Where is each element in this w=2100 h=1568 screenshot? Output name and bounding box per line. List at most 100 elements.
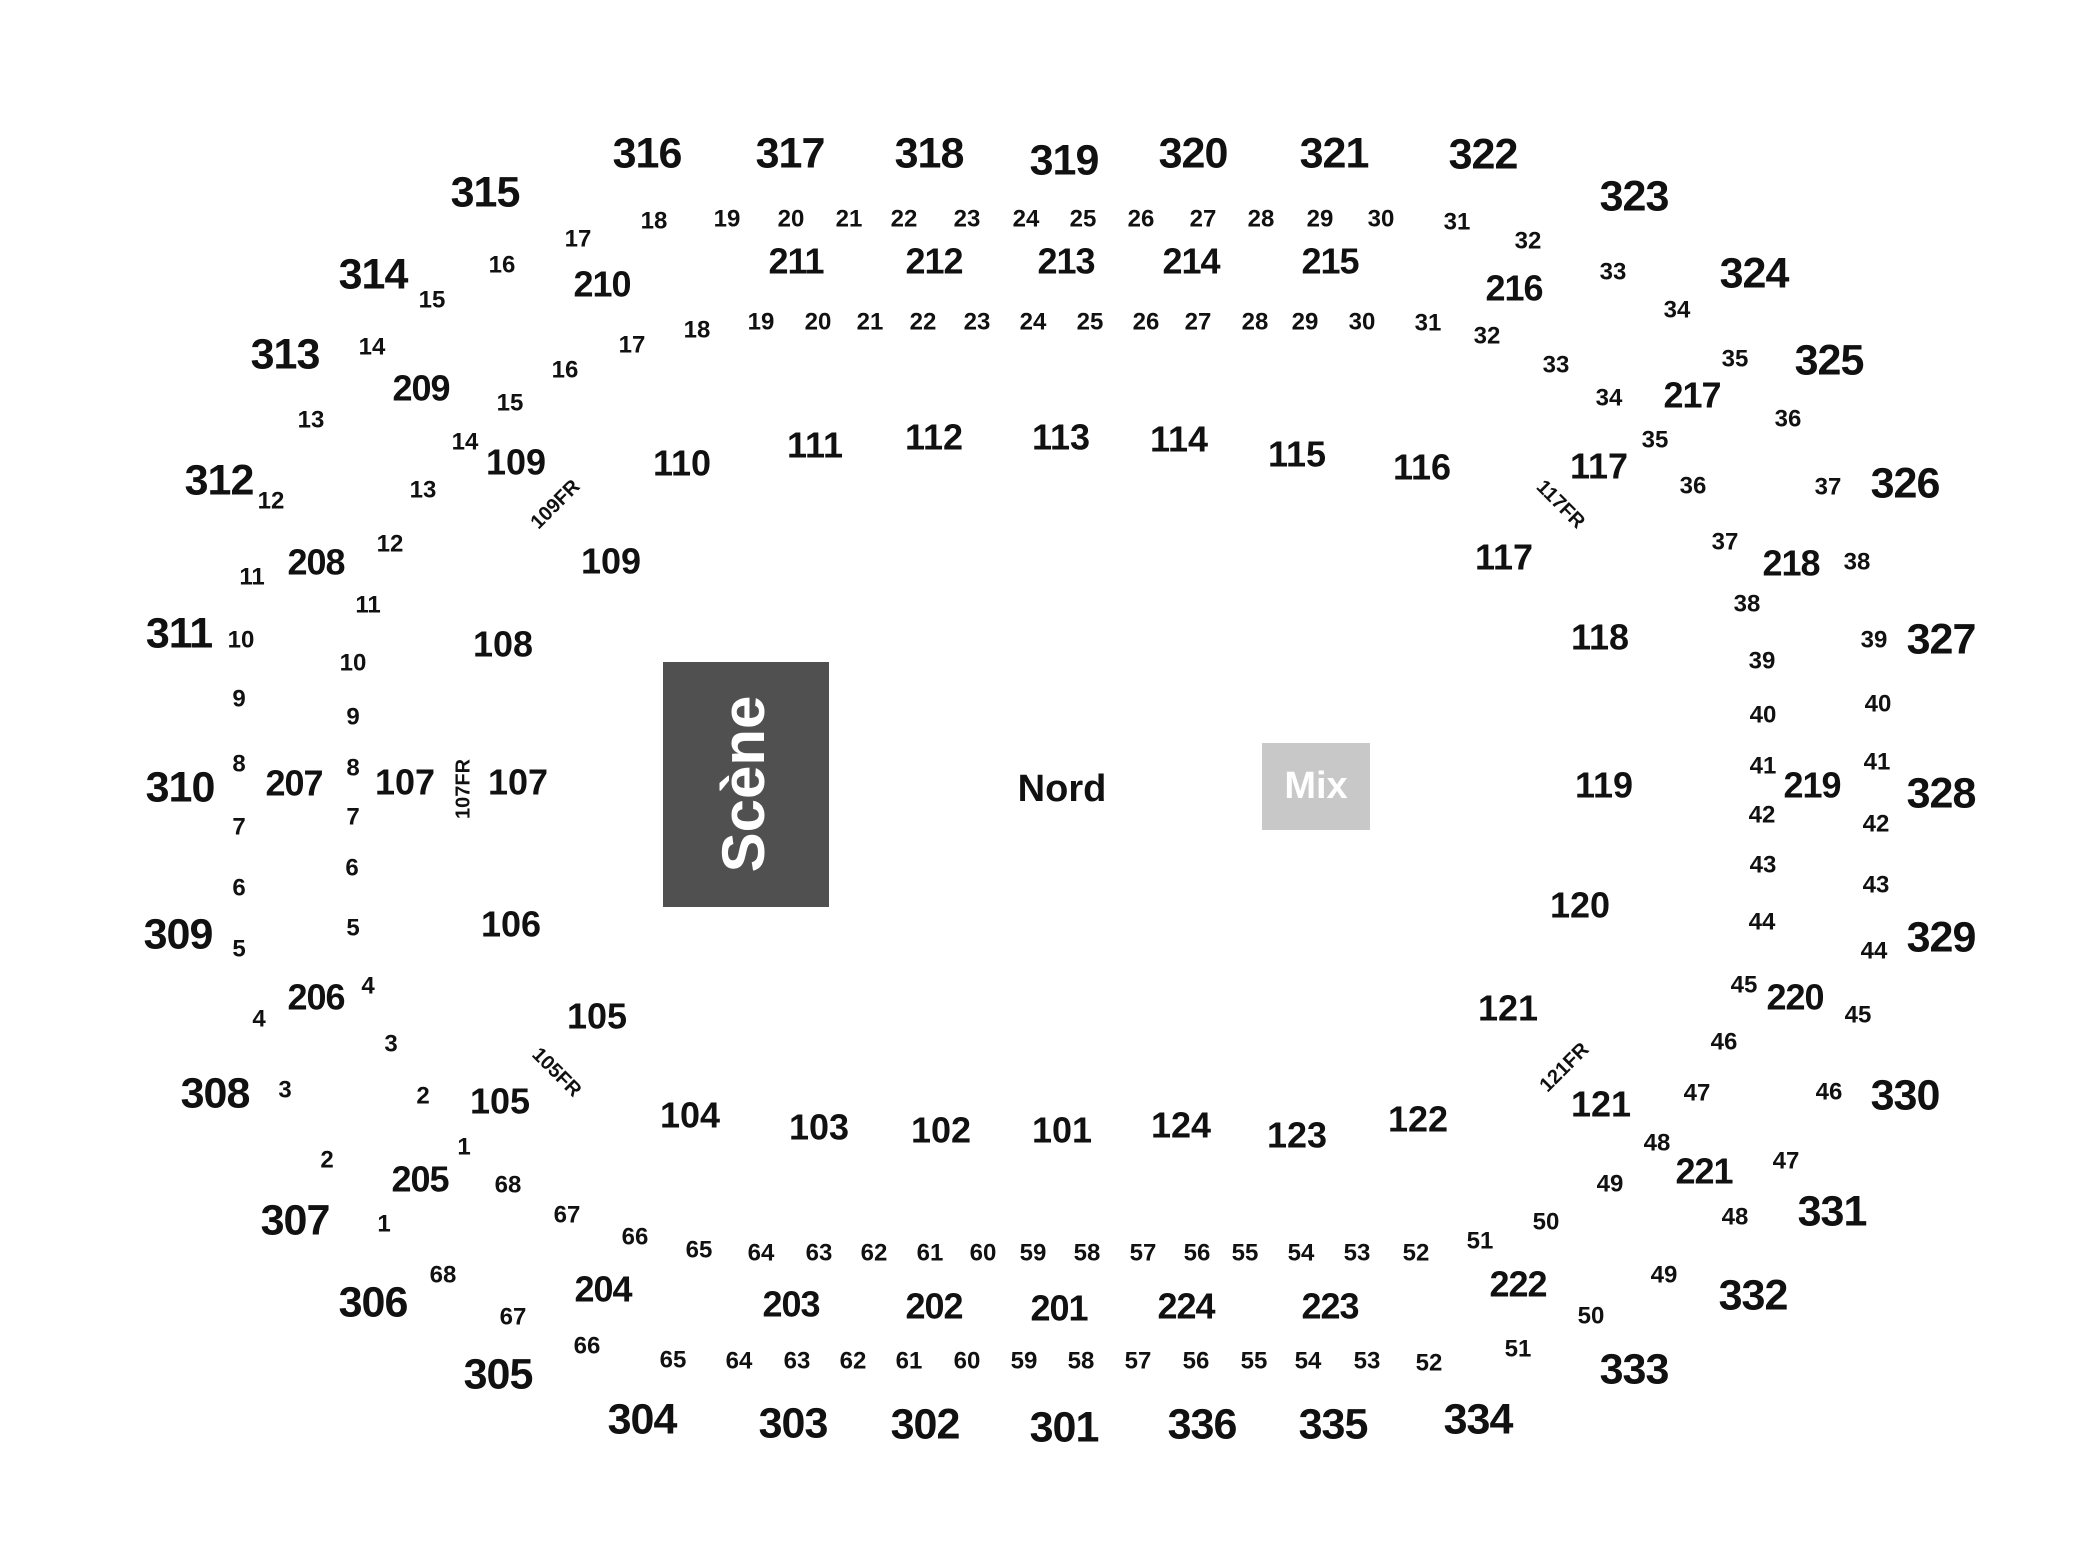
section-332[interactable]: 332 xyxy=(1719,1271,1789,1319)
section-335[interactable]: 335 xyxy=(1299,1400,1369,1448)
section-205[interactable]: 205 xyxy=(391,1159,450,1200)
section-109-outer[interactable]: 109 xyxy=(486,442,546,483)
section-118[interactable]: 118 xyxy=(1571,617,1629,658)
section-319[interactable]: 319 xyxy=(1030,136,1100,184)
section-313[interactable]: 313 xyxy=(251,330,321,378)
section-103[interactable]: 103 xyxy=(789,1107,849,1148)
section-117-inner[interactable]: 117 xyxy=(1475,537,1533,578)
section-334[interactable]: 334 xyxy=(1444,1395,1515,1443)
section-107-outer[interactable]: 107 xyxy=(375,762,435,803)
section-311[interactable]: 311 xyxy=(146,609,213,657)
section-327[interactable]: 327 xyxy=(1907,615,1977,663)
section-104[interactable]: 104 xyxy=(660,1095,720,1136)
section-320[interactable]: 320 xyxy=(1159,129,1229,177)
section-123[interactable]: 123 xyxy=(1267,1115,1327,1156)
section-120[interactable]: 120 xyxy=(1550,885,1610,926)
row-number: 25 xyxy=(1070,205,1097,232)
section-322[interactable]: 322 xyxy=(1449,130,1519,178)
fr-label-105[interactable]: 105FR xyxy=(528,1043,586,1101)
mix-position[interactable]: Mix xyxy=(1262,743,1370,830)
section-336[interactable]: 336 xyxy=(1168,1400,1238,1448)
section-221[interactable]: 221 xyxy=(1675,1151,1734,1192)
section-303[interactable]: 303 xyxy=(759,1399,829,1447)
fr-label-107[interactable]: 107FR xyxy=(452,758,474,819)
row-number: 47 xyxy=(1684,1079,1711,1106)
section-219[interactable]: 219 xyxy=(1783,765,1841,806)
section-214[interactable]: 214 xyxy=(1162,241,1221,282)
section-101[interactable]: 101 xyxy=(1032,1110,1092,1151)
section-333[interactable]: 333 xyxy=(1600,1345,1670,1393)
section-309[interactable]: 309 xyxy=(144,910,214,958)
section-308[interactable]: 308 xyxy=(181,1069,251,1117)
section-301[interactable]: 301 xyxy=(1030,1403,1100,1451)
section-204[interactable]: 204 xyxy=(574,1269,633,1310)
section-312[interactable]: 312 xyxy=(185,456,255,504)
section-317[interactable]: 317 xyxy=(756,129,826,177)
section-305[interactable]: 305 xyxy=(464,1350,534,1398)
section-113[interactable]: 113 xyxy=(1032,417,1090,458)
section-209[interactable]: 209 xyxy=(392,368,450,409)
section-201[interactable]: 201 xyxy=(1030,1288,1089,1329)
section-111[interactable]: 111 xyxy=(787,425,843,466)
section-121-outer[interactable]: 121 xyxy=(1571,1084,1631,1125)
section-220[interactable]: 220 xyxy=(1766,977,1824,1018)
section-124[interactable]: 124 xyxy=(1151,1105,1211,1146)
section-310[interactable]: 310 xyxy=(146,763,216,811)
section-212[interactable]: 212 xyxy=(905,241,963,282)
section-106[interactable]: 106 xyxy=(481,904,541,945)
row-number: 62 xyxy=(840,1347,867,1374)
section-331[interactable]: 331 xyxy=(1798,1187,1868,1235)
section-108[interactable]: 108 xyxy=(473,624,533,665)
section-110[interactable]: 110 xyxy=(653,443,711,484)
section-314[interactable]: 314 xyxy=(339,250,410,298)
row-number: 4 xyxy=(361,972,375,999)
section-223[interactable]: 223 xyxy=(1301,1286,1359,1327)
section-218[interactable]: 218 xyxy=(1762,543,1820,584)
section-206[interactable]: 206 xyxy=(287,977,345,1018)
section-207[interactable]: 207 xyxy=(265,763,323,804)
level-300: 301 302 303 304 305 306 307 308 309 310 … xyxy=(144,129,1977,1451)
section-306[interactable]: 306 xyxy=(339,1278,409,1326)
section-117-outer[interactable]: 117 xyxy=(1570,446,1628,487)
section-324[interactable]: 324 xyxy=(1720,249,1791,297)
section-122[interactable]: 122 xyxy=(1388,1099,1448,1140)
section-217[interactable]: 217 xyxy=(1663,375,1721,416)
section-119[interactable]: 119 xyxy=(1575,765,1633,806)
section-112[interactable]: 112 xyxy=(905,417,963,458)
section-215[interactable]: 215 xyxy=(1301,241,1360,282)
section-213[interactable]: 213 xyxy=(1037,241,1095,282)
section-307[interactable]: 307 xyxy=(261,1196,331,1244)
section-318[interactable]: 318 xyxy=(895,129,965,177)
section-203[interactable]: 203 xyxy=(762,1284,820,1325)
section-210[interactable]: 210 xyxy=(573,264,631,305)
section-109-inner[interactable]: 109 xyxy=(581,541,641,582)
fr-label-109[interactable]: 109FR xyxy=(526,475,584,533)
stage[interactable]: Scène xyxy=(663,662,829,907)
section-330[interactable]: 330 xyxy=(1871,1071,1941,1119)
section-328[interactable]: 328 xyxy=(1907,769,1977,817)
section-116[interactable]: 116 xyxy=(1393,447,1451,488)
section-208[interactable]: 208 xyxy=(287,542,345,583)
section-211[interactable]: 211 xyxy=(768,241,825,282)
section-202[interactable]: 202 xyxy=(905,1286,963,1327)
section-224[interactable]: 224 xyxy=(1157,1286,1216,1327)
section-326[interactable]: 326 xyxy=(1871,459,1941,507)
section-114[interactable]: 114 xyxy=(1150,419,1208,460)
section-105-outer[interactable]: 105 xyxy=(470,1081,530,1122)
section-105-inner[interactable]: 105 xyxy=(567,996,627,1037)
section-315[interactable]: 315 xyxy=(451,168,521,216)
section-304[interactable]: 304 xyxy=(608,1395,679,1443)
section-115[interactable]: 115 xyxy=(1268,434,1326,475)
section-302[interactable]: 302 xyxy=(891,1400,961,1448)
row-number: 53 xyxy=(1344,1239,1371,1266)
section-316[interactable]: 316 xyxy=(613,129,683,177)
section-216[interactable]: 216 xyxy=(1485,268,1543,309)
section-329[interactable]: 329 xyxy=(1907,913,1977,961)
section-222[interactable]: 222 xyxy=(1489,1264,1547,1305)
section-121-inner[interactable]: 121 xyxy=(1478,988,1538,1029)
section-107-inner[interactable]: 107 xyxy=(488,762,548,803)
section-325[interactable]: 325 xyxy=(1795,336,1865,384)
section-321[interactable]: 321 xyxy=(1300,129,1370,177)
section-102[interactable]: 102 xyxy=(911,1110,971,1151)
section-323[interactable]: 323 xyxy=(1600,172,1670,220)
